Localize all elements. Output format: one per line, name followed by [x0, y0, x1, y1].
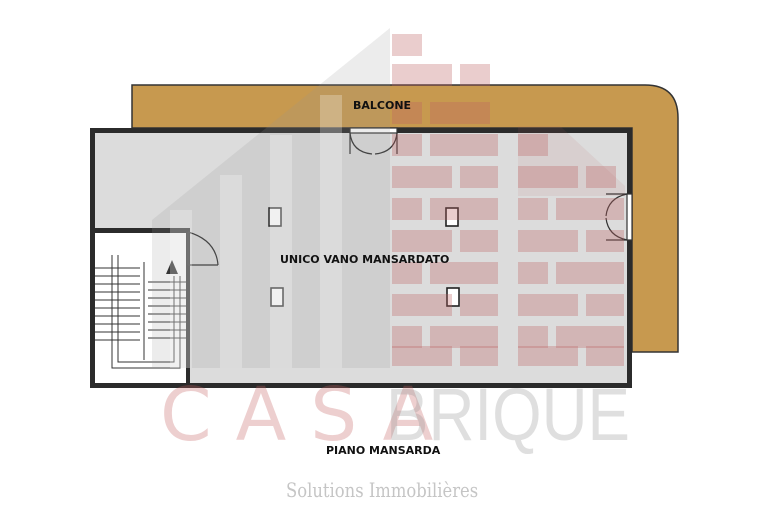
skylight-icon	[268, 207, 282, 227]
stair-door	[187, 231, 219, 266]
skylight-icon	[270, 287, 284, 307]
watermark-brand-brique: BRIQUE	[386, 373, 630, 456]
room-label: UNICO VANO MANSARDATO	[280, 253, 450, 266]
skylights	[268, 207, 460, 307]
balcony-door-right	[605, 193, 633, 241]
balcony-door-top	[349, 127, 398, 155]
stairwell	[90, 228, 190, 388]
skylight-icon	[446, 287, 460, 307]
balcony-label: BALCONE	[353, 99, 412, 112]
floor-label: PIANO MANSARDA	[326, 444, 441, 457]
skylight-icon	[445, 207, 459, 227]
watermark-brand-casa: CASA	[160, 372, 458, 458]
watermark-tagline: Solutions Immobilières	[286, 478, 479, 502]
watermark-logo-icon	[152, 28, 625, 368]
stair-arrow-icon	[166, 260, 178, 274]
